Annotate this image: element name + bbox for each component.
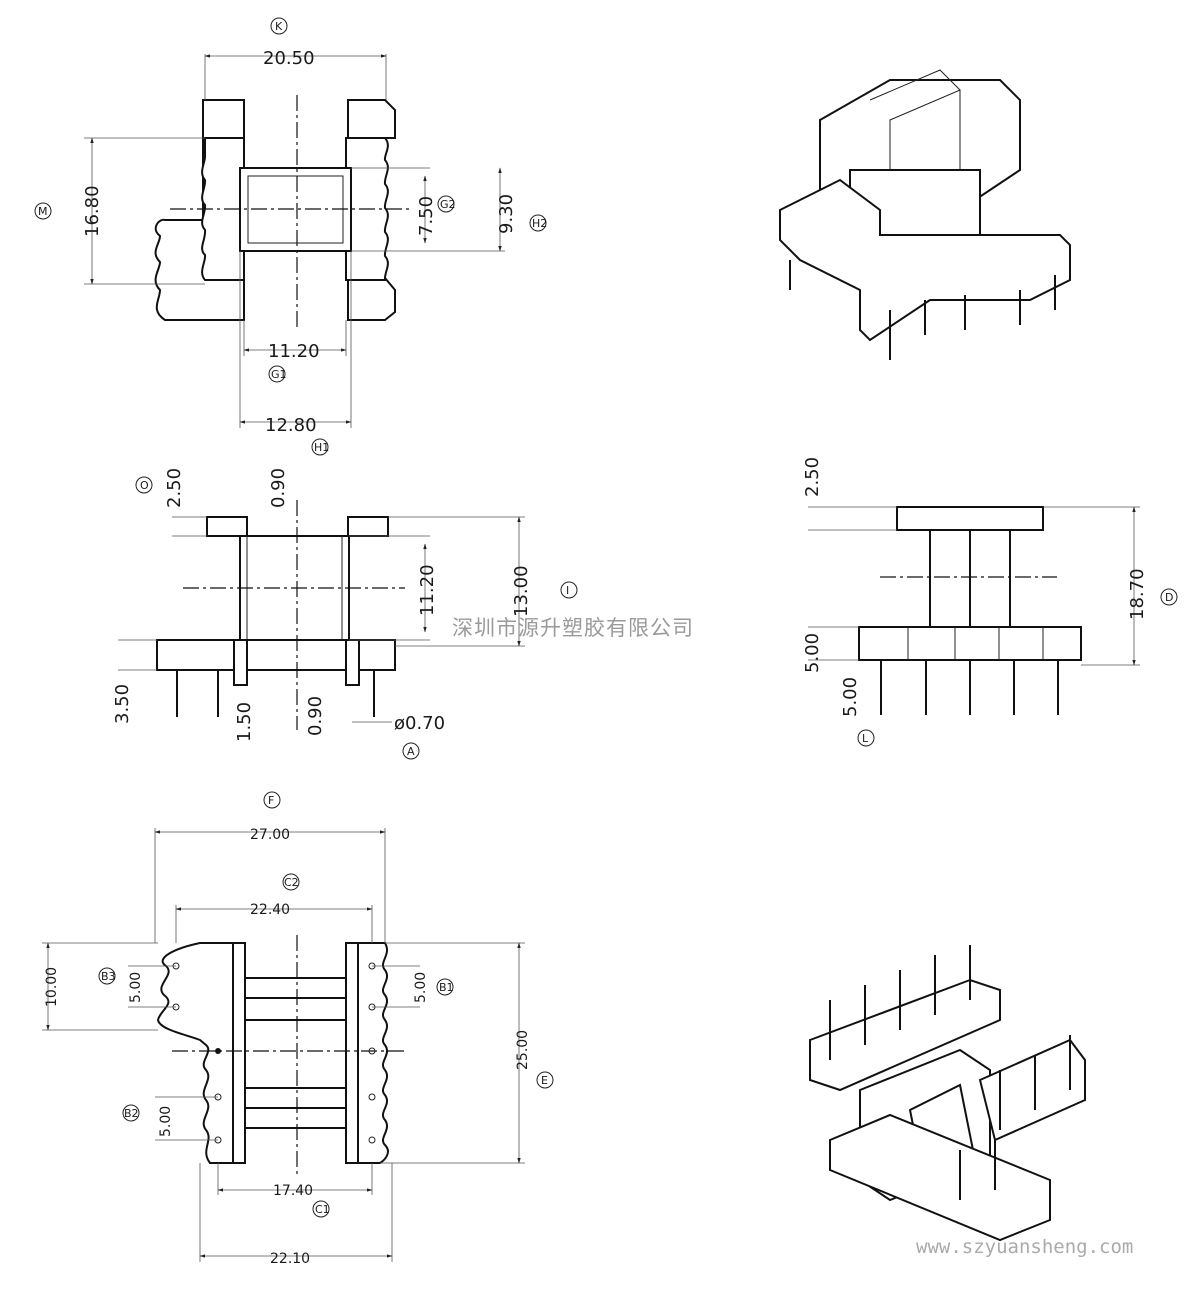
bottom-outer-w-label: 27.00: [250, 827, 290, 843]
front-pin-len-label: 5.00: [840, 677, 861, 717]
bottom-left-span-label: 10.00: [44, 967, 60, 1007]
top-window-outer-h-tag: H2: [532, 217, 547, 230]
front-view: 2.50 18.70 D 5.00 5.00 L: [802, 457, 1178, 747]
front-top-label: 2.50: [802, 457, 823, 497]
side-top-flange-tag: O: [140, 479, 149, 492]
top-outer-w-tag: H1: [314, 441, 329, 454]
bottom-inner-w-tag: C1: [315, 1203, 330, 1216]
side-top-flange-label: 2.50: [164, 468, 185, 508]
top-height-label: 16.80: [82, 185, 103, 237]
side-inner-h-label: 11.20: [417, 564, 438, 616]
bottom-mid-w-tag: C2: [284, 876, 299, 889]
front-pins: [880, 660, 1059, 715]
bottom-pitch-b2-label: 5.00: [158, 1106, 174, 1137]
bottom-base-w-label: 22.10: [270, 1251, 310, 1267]
bottom-outer-w-tag: F: [268, 794, 274, 807]
bottom-pitch-b3-tag: B3: [101, 970, 116, 983]
bottom-pitch-b1-label: 5.00: [413, 972, 429, 1003]
iso-view-top: [779, 69, 1071, 360]
front-base-label: 5.00: [802, 633, 823, 673]
front-pin-len-tag: L: [862, 732, 869, 745]
bottom-pin-holes: [172, 962, 376, 1144]
front-total-h-tag: D: [1165, 591, 1173, 604]
top-inner-w-label: 11.20: [268, 341, 320, 362]
bottom-pitch-b3-label: 5.00: [128, 972, 144, 1003]
iso-view-bottom: [809, 945, 1086, 1242]
side-pin-dia-tag: A: [407, 745, 415, 758]
top-width-tag: K: [275, 20, 283, 33]
top-width-label: 20.50: [263, 48, 315, 69]
top-window-outer-h-label: 9.30: [496, 194, 517, 234]
bottom-view: 27.00 F 22.40 C2 17.40 C1 22.10 25.00 E …: [42, 791, 554, 1267]
side-total-h-tag: I: [566, 584, 569, 597]
bottom-pitch-b1-tag: B1: [439, 981, 454, 994]
top-window-h-tag: G2: [440, 198, 456, 211]
side-total-h-label: 13.00: [511, 565, 532, 617]
side-view: 2.50 O 0.90 11.20 13.00 I 3.50 1.50 0.90…: [112, 468, 578, 760]
side-base-label: 3.50: [112, 684, 133, 724]
watermark-company: 深圳市源升塑胶有限公司: [452, 616, 694, 640]
top-window-h-label: 7.50: [416, 196, 437, 236]
bottom-inner-w-label: 17.40: [273, 1183, 313, 1199]
front-total-h-label: 18.70: [1127, 568, 1148, 620]
top-inner-w-tag: G1: [271, 368, 287, 381]
side-pin-dia-label: ø0.70: [394, 713, 445, 734]
bottom-pitch-b2-tag: B2: [124, 1107, 139, 1120]
top-view: 20.50 K 16.80 M 7.50 G2 9.30 H2 11.20 G1…: [34, 17, 547, 456]
top-outer-w-label: 12.80: [265, 415, 317, 436]
side-top-wall-label: 0.90: [268, 468, 289, 508]
side-pin-offset-label: 1.50: [234, 702, 255, 742]
watermark-url: www.szyuansheng.com: [916, 1236, 1134, 1258]
side-bottom-wall-label: 0.90: [305, 696, 326, 736]
bottom-height-label: 25.00: [515, 1030, 531, 1070]
bottom-height-tag: E: [541, 1074, 548, 1087]
bottom-mid-w-label: 22.40: [250, 902, 290, 918]
top-height-tag: M: [38, 205, 48, 218]
